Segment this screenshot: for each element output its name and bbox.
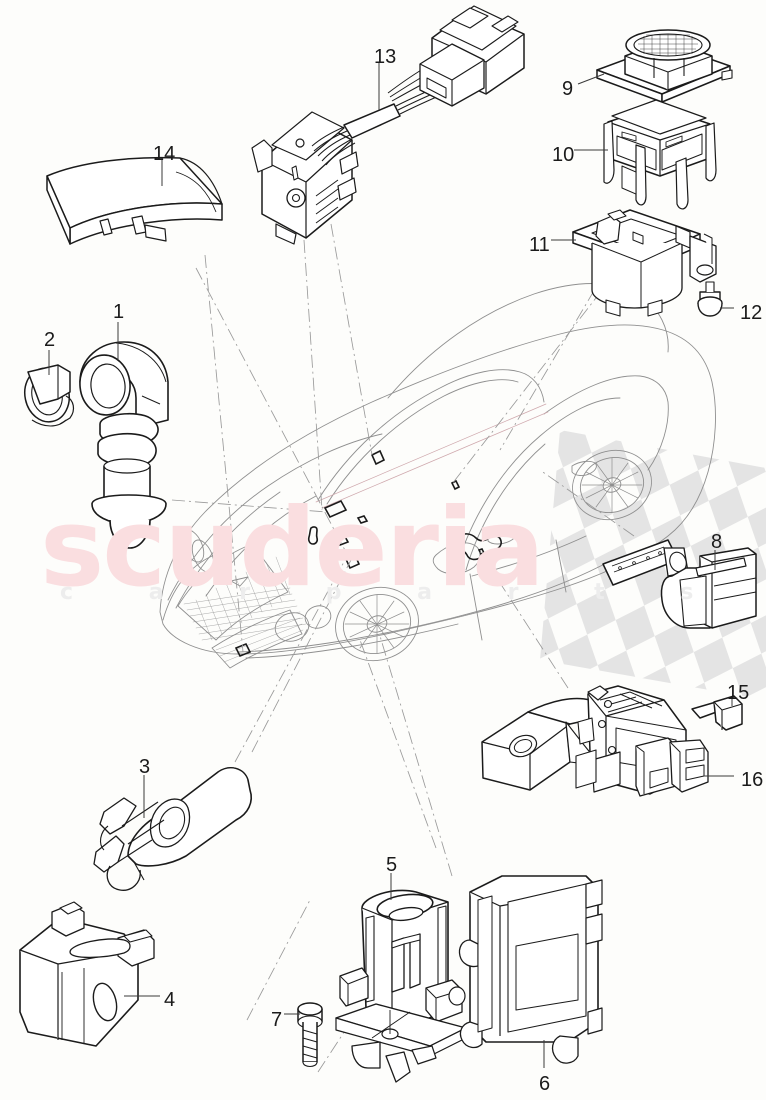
callout-sensor-holder-frame: 11 — [529, 234, 550, 256]
part-12-fixing-screw — [697, 281, 723, 317]
part-7-hex-bolt — [297, 1002, 323, 1068]
callout-sensor-gasket-plate: 9 — [562, 78, 574, 100]
part-6-protective-cover — [458, 875, 603, 1064]
callout-sensor-carrier: 5 — [386, 854, 398, 876]
callout-trim-cover-panel: 14 — [153, 143, 176, 165]
callout-stems — [48, 62, 734, 1068]
leader-lines — [171, 223, 635, 1073]
callout-rain-light-sensor: 8 — [711, 531, 723, 553]
part-8-rain-light-sensor — [602, 539, 757, 629]
callout-hex-bolt: 7 — [271, 1009, 283, 1031]
part-1-washer-nozzle-elbow — [79, 341, 169, 549]
part-5-sensor-carrier — [335, 889, 467, 1083]
callout-washer-nozzle-elbow: 1 — [113, 301, 125, 323]
part-2-hose-clamp — [24, 364, 75, 427]
callout-retaining-clip: 15 — [727, 682, 750, 704]
part-16-air-duct-housing — [481, 685, 709, 797]
callout-air-duct-housing: 16 — [741, 769, 764, 791]
callout-hose-clamp: 2 — [44, 329, 56, 351]
callout-switch-with-harness: 13 — [374, 46, 397, 68]
car-illustration — [159, 283, 716, 669]
callout-sensor-module: 10 — [552, 144, 575, 166]
part-4-mounting-bracket — [19, 901, 155, 1047]
part-13-switch-with-harness — [251, 5, 525, 245]
callout-mounting-bracket: 4 — [164, 989, 176, 1011]
callout-cylindrical-sensor: 3 — [139, 756, 151, 778]
part-10-sensor-module — [603, 99, 717, 210]
part-9-sensor-gasket-plate — [596, 29, 733, 103]
part-15-retaining-clip — [691, 695, 743, 731]
callout-fixing-screw: 12 — [740, 302, 763, 324]
part-14-trim-cover-panel — [46, 156, 223, 245]
callout-protective-cover: 6 — [539, 1073, 551, 1095]
part-11-sensor-holder-frame — [572, 209, 717, 317]
part-3-cylindrical-sensor — [93, 767, 252, 891]
mount-location-marks — [234, 449, 502, 658]
